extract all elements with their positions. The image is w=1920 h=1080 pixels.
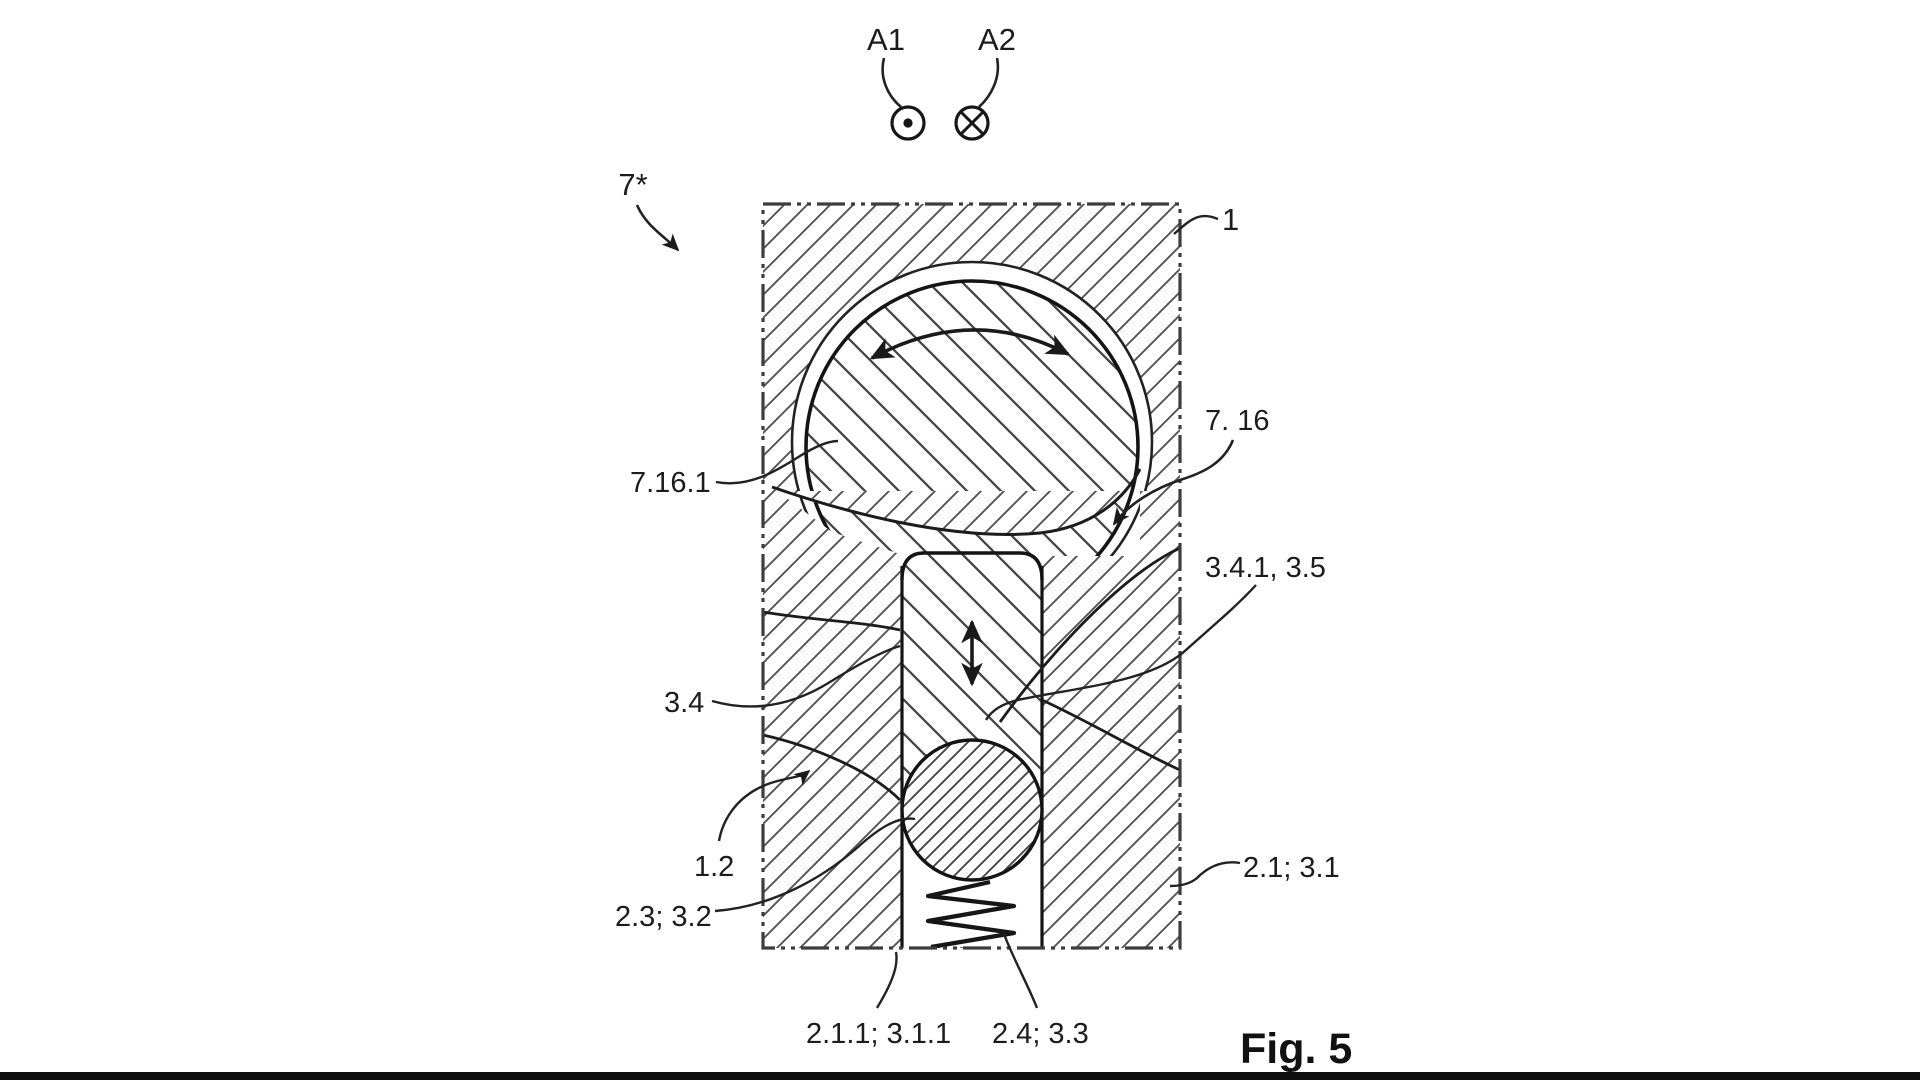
label-pin: 3.4 bbox=[664, 687, 704, 719]
label-a1: A1 bbox=[867, 22, 905, 57]
axis-out-of-plane-icon bbox=[890, 105, 926, 141]
leader-a2 bbox=[978, 57, 1000, 108]
label-assembly: 7* bbox=[618, 167, 647, 202]
leader-assembly bbox=[635, 204, 680, 252]
housing-block-outline bbox=[761, 202, 1182, 950]
rotation-double-arrow-icon bbox=[869, 328, 1071, 360]
chamber-edge-upper-right bbox=[998, 546, 1181, 723]
chamber-edge-lower-right bbox=[1041, 698, 1181, 772]
figure-caption: Fig. 5 bbox=[1240, 1025, 1352, 1073]
label-pin-end: 3.4.1, 3.5 bbox=[1205, 552, 1326, 584]
axis-into-plane-icon bbox=[954, 105, 990, 141]
label-bore-end: 2.1.1; 3.1.1 bbox=[806, 1018, 951, 1050]
label-detent-ball: 2.3; 3.2 bbox=[615, 901, 712, 933]
cavity-lip-edge bbox=[771, 468, 1142, 536]
leader-pin-end bbox=[984, 584, 1257, 721]
label-a2: A2 bbox=[978, 22, 1016, 57]
leader-detent-ball bbox=[714, 817, 916, 913]
leader-ball-surface bbox=[715, 439, 839, 485]
leader-bore-end bbox=[875, 951, 898, 1009]
bottom-bar bbox=[0, 1072, 1920, 1080]
chamber-edge-lower-left bbox=[762, 733, 901, 801]
leader-a1 bbox=[881, 57, 902, 108]
leader-pin bbox=[711, 644, 901, 708]
label-bore: 2.1; 3.1 bbox=[1243, 852, 1340, 884]
spring bbox=[925, 879, 1017, 950]
leader-housing-block bbox=[1173, 214, 1219, 235]
leader-cavity-edge bbox=[717, 769, 811, 842]
label-spring: 2.4; 3.3 bbox=[992, 1018, 1089, 1050]
chamber-edge-upper-left bbox=[762, 610, 901, 632]
leader-spring bbox=[1002, 933, 1039, 1009]
label-ball: 7. 16 bbox=[1205, 405, 1270, 437]
detent-ball bbox=[900, 738, 1044, 882]
leader-ball bbox=[1112, 439, 1235, 526]
label-ball-surface: 7.16.1 bbox=[630, 467, 711, 499]
pin-top-edge bbox=[900, 551, 1044, 581]
label-housing-block: 1 bbox=[1222, 202, 1239, 237]
label-cavity-edge: 1.2 bbox=[694, 851, 734, 883]
leader-bore bbox=[1169, 861, 1241, 888]
